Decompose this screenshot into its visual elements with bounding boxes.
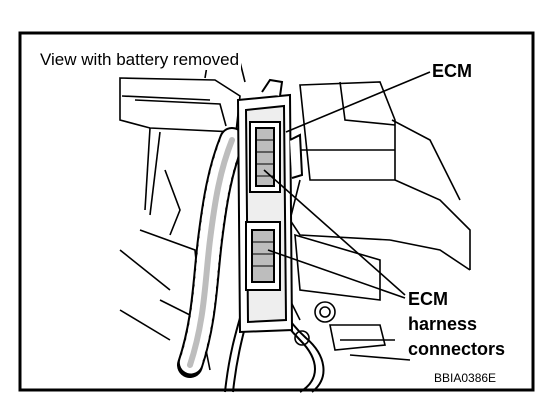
harness-leader-line-upper: [263, 169, 406, 296]
figure-code: BBIA0386E: [434, 371, 497, 385]
background-engine-parts: [119, 59, 471, 371]
harness-callout-line-2: harness: [408, 314, 478, 334]
ecm-harness-connector-upper: [249, 121, 281, 193]
ecm-harness-connector-lower: [245, 221, 281, 291]
harness-leader-line-lower: [267, 249, 406, 299]
harness-callout-line-1: ECM: [408, 289, 448, 309]
harness-callout-line-3: connectors: [408, 339, 506, 359]
ecm-callout-label: ECM: [432, 61, 472, 81]
view-caption: View with battery removed: [38, 50, 242, 70]
callout-leader-lines: [263, 71, 431, 299]
ecm-leader-line: [285, 71, 431, 133]
corrugated-harness-tube: [177, 127, 245, 378]
harness-connectors-callout-label: ECM harness connectors: [408, 287, 505, 362]
